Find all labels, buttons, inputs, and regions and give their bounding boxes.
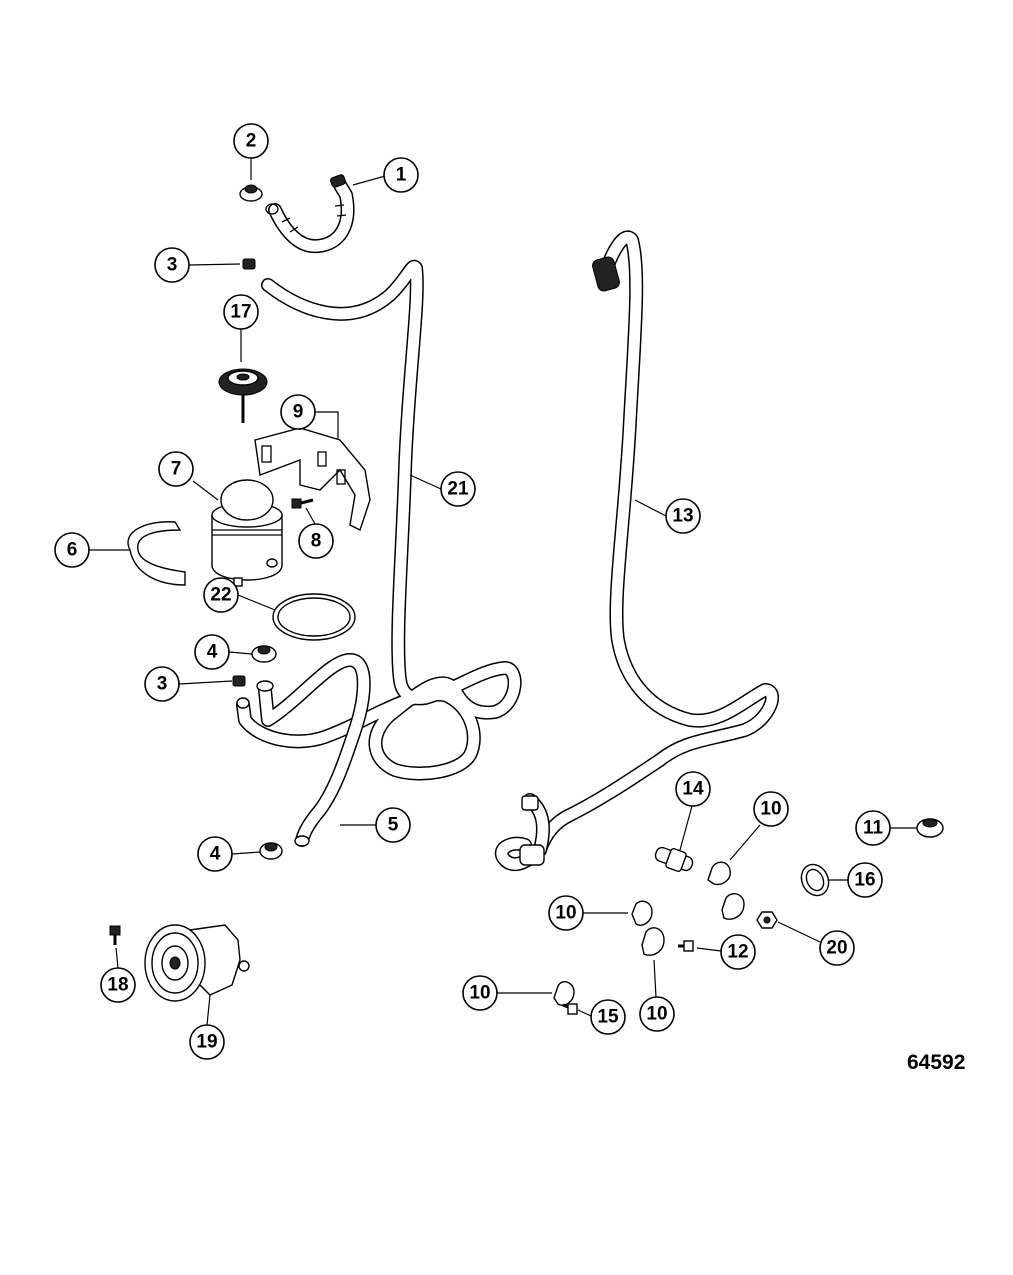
callout-10-d: 10 xyxy=(639,996,675,1032)
hose-part-5 xyxy=(256,653,371,847)
clip-part-11 xyxy=(916,818,944,838)
hose-clamp-part-2 xyxy=(239,184,279,215)
clip-part-10-a xyxy=(707,861,745,920)
clip-part-10-b xyxy=(631,900,653,926)
svg-text:16: 16 xyxy=(854,870,875,891)
callout-4-upper: 4 xyxy=(194,634,230,670)
svg-text:15: 15 xyxy=(597,1007,619,1028)
callout-15: 15 xyxy=(590,999,626,1035)
svg-text:8: 8 xyxy=(311,531,322,552)
callout-3-lower: 3 xyxy=(144,666,180,702)
callout-2: 2 xyxy=(233,123,269,159)
screw-part-12 xyxy=(678,940,694,952)
svg-text:9: 9 xyxy=(293,402,304,423)
nut-part-20 xyxy=(756,911,778,929)
clamp-part-16 xyxy=(800,863,830,897)
svg-text:3: 3 xyxy=(157,674,168,695)
leader-lines xyxy=(89,158,917,1026)
callout-1: 1 xyxy=(383,157,419,193)
callout-9: 9 xyxy=(280,394,316,430)
svg-text:13: 13 xyxy=(672,506,693,527)
svg-text:10: 10 xyxy=(555,903,576,924)
callout-14: 14 xyxy=(675,771,711,807)
screw-part-8 xyxy=(291,498,314,509)
callout-20: 20 xyxy=(819,930,855,966)
callout-6: 6 xyxy=(54,532,90,568)
svg-text:20: 20 xyxy=(826,938,847,959)
clip-part-10-c xyxy=(641,927,665,956)
callout-11: 11 xyxy=(855,810,891,846)
bracket-part-9 xyxy=(254,427,371,531)
connector-part-14 xyxy=(654,846,694,872)
figure-number: 64592 xyxy=(907,1051,965,1074)
svg-text:10: 10 xyxy=(469,983,490,1004)
callout-19: 19 xyxy=(189,1024,225,1060)
callout-16: 16 xyxy=(847,862,883,898)
svg-text:4: 4 xyxy=(207,642,218,663)
svg-text:18: 18 xyxy=(107,975,128,996)
svg-text:22: 22 xyxy=(210,585,231,606)
callout-10-c: 10 xyxy=(462,975,498,1011)
hose-part-21 xyxy=(236,259,522,781)
callout-17: 17 xyxy=(223,294,259,330)
callout-10-b: 10 xyxy=(548,895,584,931)
callout-4-lower: 4 xyxy=(197,836,233,872)
callout-5: 5 xyxy=(375,807,411,843)
bolt-part-18 xyxy=(109,925,121,945)
callout-21: 21 xyxy=(440,471,476,507)
svg-text:11: 11 xyxy=(863,818,884,839)
svg-text:12: 12 xyxy=(727,942,748,963)
callout-22: 22 xyxy=(203,577,239,613)
fitting-part-3-top xyxy=(242,258,256,270)
callout-13: 13 xyxy=(665,498,701,534)
fitting-part-3-lower xyxy=(232,675,246,687)
svg-text:19: 19 xyxy=(196,1032,217,1053)
screw-part-15 xyxy=(562,1003,578,1015)
svg-text:3: 3 xyxy=(167,255,178,276)
svg-text:4: 4 xyxy=(210,844,221,865)
svg-text:5: 5 xyxy=(388,815,399,836)
callout-10-a: 10 xyxy=(753,791,789,827)
reservoir-part-7 xyxy=(211,479,283,587)
clip-part-10-d xyxy=(553,981,575,1006)
hose-clamp-part-4-upper xyxy=(251,645,277,663)
callout-7: 7 xyxy=(158,451,194,487)
reservoir-cap-part-17 xyxy=(218,368,268,423)
hose-part-13 xyxy=(494,230,779,872)
svg-text:1: 1 xyxy=(396,165,407,186)
strap-part-6 xyxy=(127,521,186,586)
callout-12: 12 xyxy=(720,934,756,970)
svg-text:10: 10 xyxy=(646,1004,667,1025)
svg-text:14: 14 xyxy=(682,779,704,800)
svg-text:2: 2 xyxy=(246,131,257,152)
svg-text:21: 21 xyxy=(447,479,469,500)
hose-part-1 xyxy=(268,174,355,254)
svg-text:7: 7 xyxy=(171,459,182,480)
svg-text:6: 6 xyxy=(67,540,78,561)
svg-text:17: 17 xyxy=(230,302,251,323)
o-ring-part-22 xyxy=(272,593,356,641)
hose-clamp-part-4-lower xyxy=(259,842,283,860)
callout-3-top: 3 xyxy=(154,247,190,283)
power-steering-pump-part-19 xyxy=(144,924,250,1002)
callout-8: 8 xyxy=(298,523,334,559)
svg-text:10: 10 xyxy=(760,799,781,820)
callout-18: 18 xyxy=(100,967,136,1003)
